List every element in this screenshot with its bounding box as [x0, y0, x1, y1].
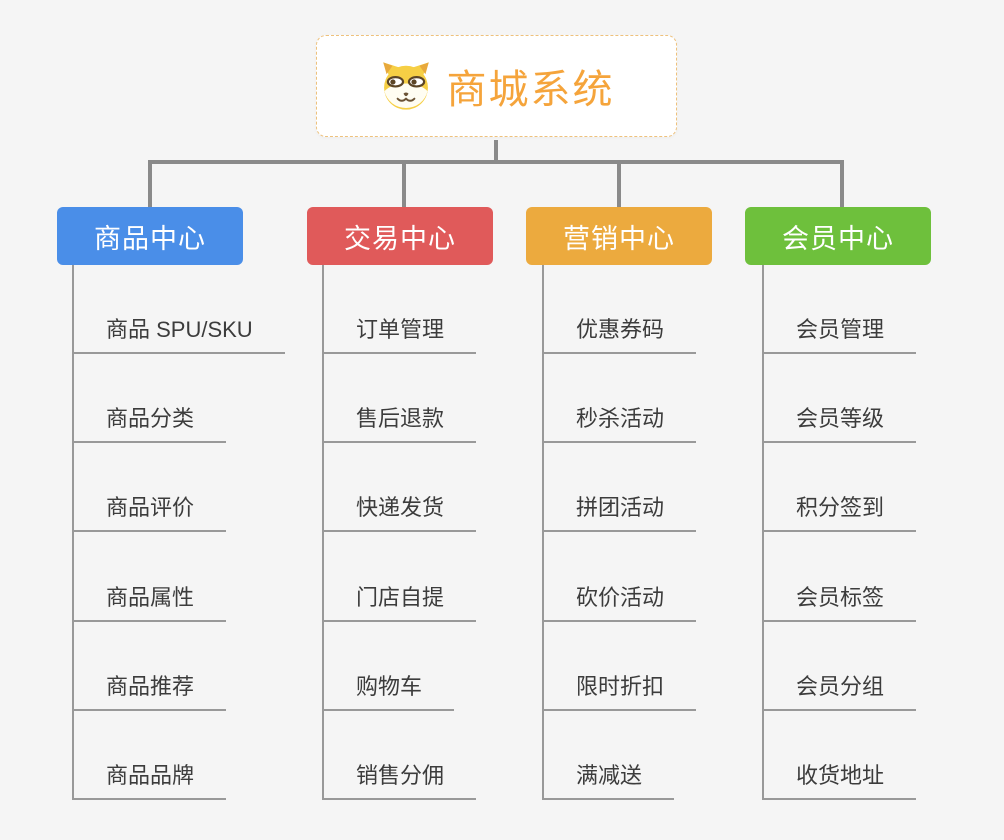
child-item-product-review[interactable]: 商品评价	[74, 443, 227, 533]
connector-drop-trade	[402, 160, 406, 207]
child-item-order-management[interactable]: 订单管理	[324, 265, 477, 355]
child-item-express-delivery[interactable]: 快递发货	[324, 443, 477, 533]
child-column-member: 会员管理 会员等级 积分签到 会员标签 会员分组 收货地址	[762, 265, 917, 800]
branch-label: 会员中心	[782, 223, 894, 254]
child-item-product-recommend[interactable]: 商品推荐	[74, 622, 227, 711]
child-column-product: 商品 SPU/SKU 商品分类 商品评价 商品属性 商品推荐 商品品牌	[72, 265, 285, 800]
child-item-bargain-activity[interactable]: 砍价活动	[544, 532, 697, 622]
doge-face-icon	[382, 62, 429, 110]
branch-label: 交易中心	[344, 223, 456, 254]
branch-node-product-center[interactable]: 商品中心	[57, 207, 243, 265]
child-item-store-pickup[interactable]: 门店自提	[324, 532, 477, 622]
root-node-mall-system[interactable]: 商城系统	[316, 35, 677, 137]
branch-node-marketing-center[interactable]: 营销中心	[526, 207, 712, 265]
branch-label: 商品中心	[94, 223, 206, 254]
child-item-product-brand[interactable]: 商品品牌	[74, 711, 227, 800]
child-item-product-attribute[interactable]: 商品属性	[74, 532, 227, 622]
connector-drop-product	[148, 160, 152, 207]
child-item-points-checkin[interactable]: 积分签到	[764, 443, 917, 533]
branch-node-trade-center[interactable]: 交易中心	[307, 207, 493, 265]
child-item-group-buy[interactable]: 拼团活动	[544, 443, 697, 533]
child-item-flash-sale[interactable]: 秒杀活动	[544, 354, 697, 444]
root-title: 商城系统	[446, 68, 615, 112]
child-item-member-management[interactable]: 会员管理	[764, 265, 917, 355]
connector-drop-member	[840, 160, 844, 207]
connector-root-stub	[494, 140, 498, 164]
child-item-limited-time-discount[interactable]: 限时折扣	[544, 622, 697, 711]
connector-horizontal-bar	[148, 160, 844, 164]
branch-label: 营销中心	[563, 223, 675, 254]
connector-drop-marketing	[617, 160, 621, 207]
child-column-trade: 订单管理 售后退款 快递发货 门店自提 购物车 销售分佣	[322, 265, 477, 800]
child-item-member-group[interactable]: 会员分组	[764, 622, 917, 711]
branch-node-member-center[interactable]: 会员中心	[745, 207, 931, 265]
child-item-product-spu-sku[interactable]: 商品 SPU/SKU	[74, 265, 285, 355]
child-item-member-level[interactable]: 会员等级	[764, 354, 917, 444]
child-item-aftersale-refund[interactable]: 售后退款	[324, 354, 477, 444]
child-item-member-tag[interactable]: 会员标签	[764, 532, 917, 622]
child-item-shopping-cart[interactable]: 购物车	[324, 622, 455, 711]
child-column-marketing: 优惠券码 秒杀活动 拼团活动 砍价活动 限时折扣 满减送	[542, 265, 697, 800]
child-item-product-category[interactable]: 商品分类	[74, 354, 227, 444]
child-item-shipping-address[interactable]: 收货地址	[764, 711, 917, 800]
child-item-coupon-code[interactable]: 优惠券码	[544, 265, 697, 355]
child-item-spend-and-save[interactable]: 满减送	[544, 711, 675, 800]
child-item-sales-commission[interactable]: 销售分佣	[324, 711, 477, 800]
